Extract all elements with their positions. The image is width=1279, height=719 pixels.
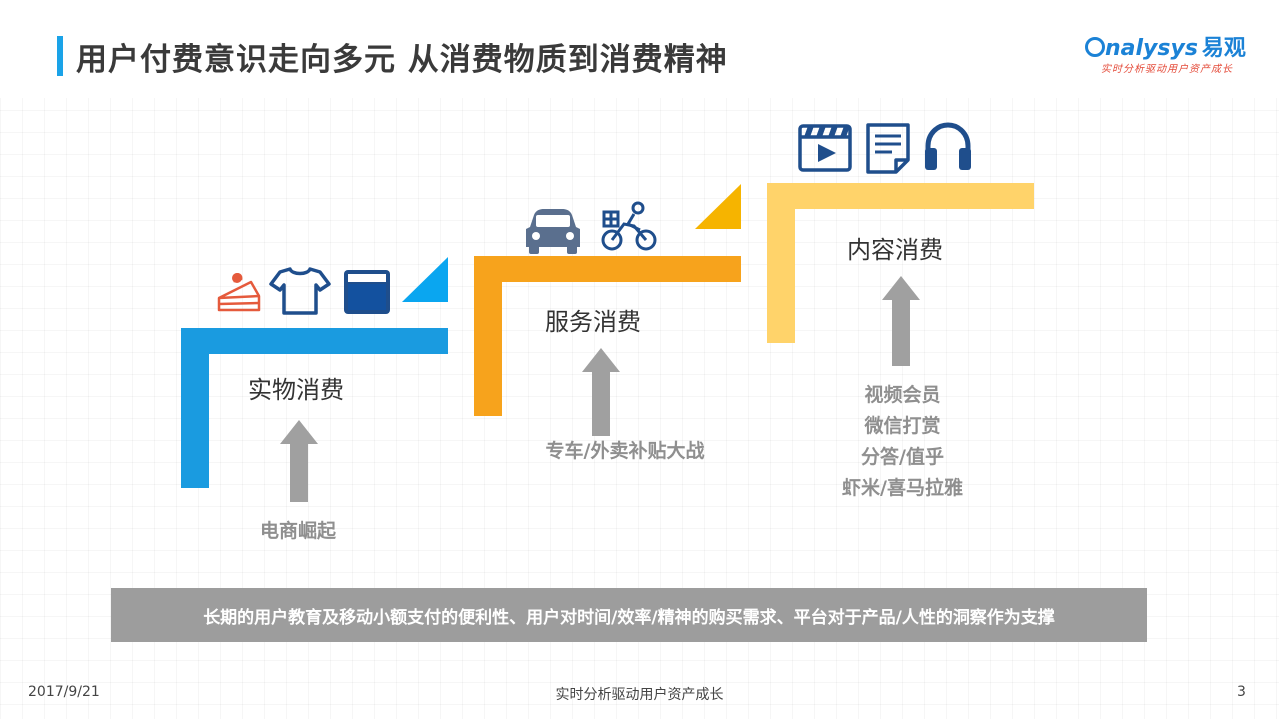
desc-line: 视频会员 bbox=[864, 384, 941, 406]
car-icon bbox=[526, 209, 580, 254]
delivery-bike-icon bbox=[601, 201, 657, 251]
title-accent-bar bbox=[57, 36, 63, 76]
tshirt-icon bbox=[269, 267, 331, 315]
desc-line: 分答/值乎 bbox=[861, 446, 944, 468]
up-arrow-icon bbox=[280, 420, 318, 502]
headphones-icon bbox=[925, 122, 971, 170]
desc-line: 专车/外卖补贴大战 bbox=[545, 440, 705, 462]
video-play-icon bbox=[798, 124, 852, 172]
book-icon bbox=[344, 270, 390, 314]
logo-a-swoosh-icon bbox=[1085, 37, 1105, 57]
step-1-vertical bbox=[181, 328, 209, 488]
step-3-top bbox=[767, 183, 1034, 209]
step-2-vertical bbox=[474, 256, 502, 416]
support-statement-bar: 长期的用户教育及移动小额支付的便利性、用户对时间/效率/精神的购买需求、平台对于… bbox=[111, 588, 1147, 642]
stage-label-content: 内容消费 bbox=[847, 236, 943, 264]
page-title: 用户付费意识走向多元 从消费物质到消费精神 bbox=[76, 42, 728, 78]
page-number: 3 bbox=[1237, 684, 1246, 700]
corner-triangle-icon bbox=[402, 257, 448, 302]
up-arrow-icon bbox=[882, 276, 920, 366]
stage-label-service: 服务消费 bbox=[545, 308, 641, 336]
header-band bbox=[0, 0, 1279, 98]
footer-date: 2017/9/21 bbox=[28, 684, 100, 700]
step-2-top bbox=[474, 256, 741, 282]
logo-slogan: 实时分析驱动用户资产成长 bbox=[1101, 64, 1233, 75]
desc-line: 虾米/喜马拉雅 bbox=[842, 477, 963, 499]
up-arrow-icon bbox=[582, 348, 620, 436]
desc-line: 微信打赏 bbox=[864, 415, 941, 437]
stage-desc-content: 视频会员 微信打赏 分答/值乎 虾米/喜马拉雅 bbox=[830, 380, 975, 504]
support-statement-text: 长期的用户教育及移动小额支付的便利性、用户对时间/效率/精神的购买需求、平台对于… bbox=[203, 607, 1055, 628]
logo-brand-text: nalysys bbox=[1105, 36, 1198, 61]
footer-center-text: 实时分析驱动用户资产成长 bbox=[555, 687, 724, 703]
step-1-top bbox=[181, 328, 448, 354]
stage-desc-physical: 电商崛起 bbox=[238, 516, 358, 547]
desc-line: 电商崛起 bbox=[259, 520, 336, 542]
step-3-vertical bbox=[767, 183, 795, 343]
corner-triangle-icon bbox=[695, 184, 741, 229]
stage-desc-service: 专车/外卖补贴大战 bbox=[520, 436, 730, 467]
cake-icon bbox=[217, 273, 261, 312]
stage-label-physical: 实物消费 bbox=[248, 376, 344, 404]
document-icon bbox=[866, 123, 910, 174]
logo-cn-text: 易观 bbox=[1201, 36, 1246, 61]
